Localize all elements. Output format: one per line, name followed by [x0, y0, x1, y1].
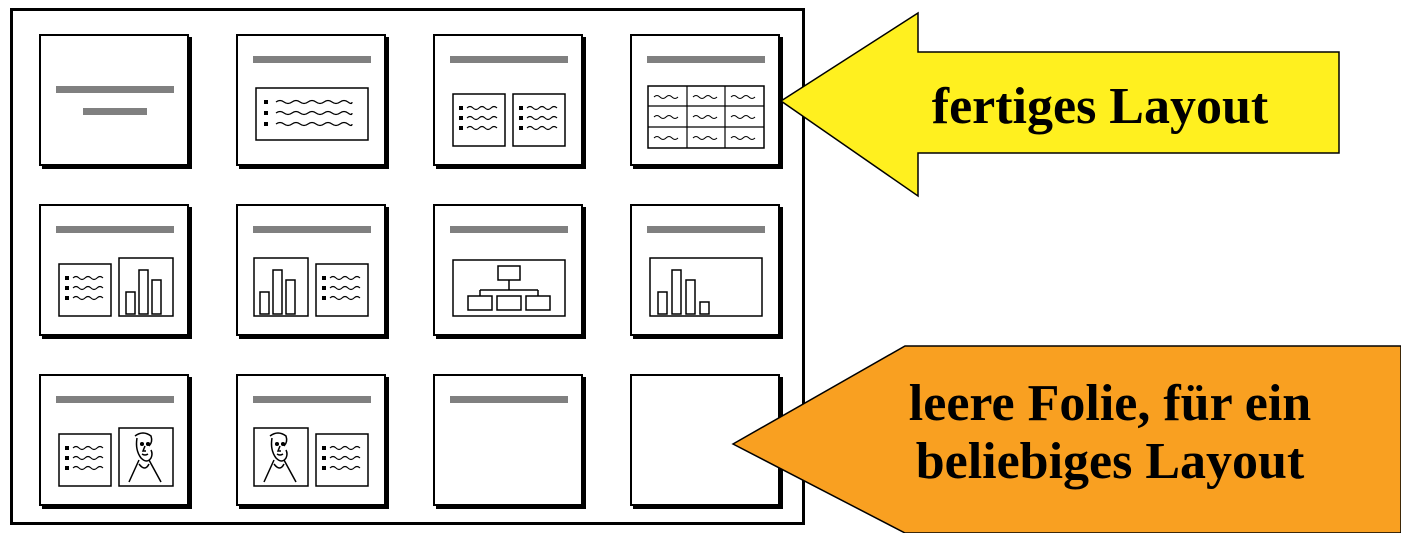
- layout-chart-thumbnail[interactable]: [630, 204, 780, 336]
- slide-layout-panel: [10, 8, 805, 525]
- predefined-layout-label: fertiges Layout: [931, 78, 1269, 135]
- layout-chart-and-text-thumbnail[interactable]: [236, 204, 386, 336]
- layout-clip-art-and-text-icon: [253, 396, 371, 487]
- layout-text-and-chart-icon: [56, 226, 174, 317]
- layout-table-icon: [647, 56, 765, 149]
- layout-table-thumbnail[interactable]: [630, 34, 780, 166]
- layout-bulleted-list-thumbnail[interactable]: [236, 34, 386, 166]
- layout-text-and-chart-thumbnail[interactable]: [39, 204, 189, 336]
- predefined-layout-arrow: [779, 11, 1340, 198]
- layout-chart-icon: [647, 226, 765, 317]
- blank-layout-label-line2: beliebiges Layout: [915, 433, 1305, 491]
- layout-title-only-icon: [450, 396, 568, 403]
- layout-two-column-text-icon: [450, 56, 568, 147]
- layout-two-column-text-thumbnail[interactable]: [433, 34, 583, 166]
- layout-text-and-clip-art-icon: [56, 396, 174, 487]
- blank-layout-label: leere Folie, für ein beliebiges Layout: [840, 375, 1380, 491]
- layout-clip-art-and-text-thumbnail[interactable]: [236, 374, 386, 506]
- layout-text-and-clip-art-thumbnail[interactable]: [39, 374, 189, 506]
- clip-art-face-icon: [263, 432, 297, 483]
- layout-title-slide-icon: [56, 86, 174, 115]
- layout-title-only-thumbnail[interactable]: [433, 374, 583, 506]
- blank-layout-label-line1: leere Folie, für ein: [908, 375, 1312, 432]
- layout-organization-chart-thumbnail[interactable]: [433, 204, 583, 336]
- layout-title-slide-thumbnail[interactable]: [39, 34, 189, 166]
- clip-art-face-icon: [128, 432, 162, 483]
- layout-org-chart-icon: [450, 226, 568, 317]
- layout-chart-and-text-icon: [253, 226, 371, 317]
- blank-layout-arrow: [731, 345, 1401, 533]
- layout-bulleted-list-icon: [253, 56, 371, 141]
